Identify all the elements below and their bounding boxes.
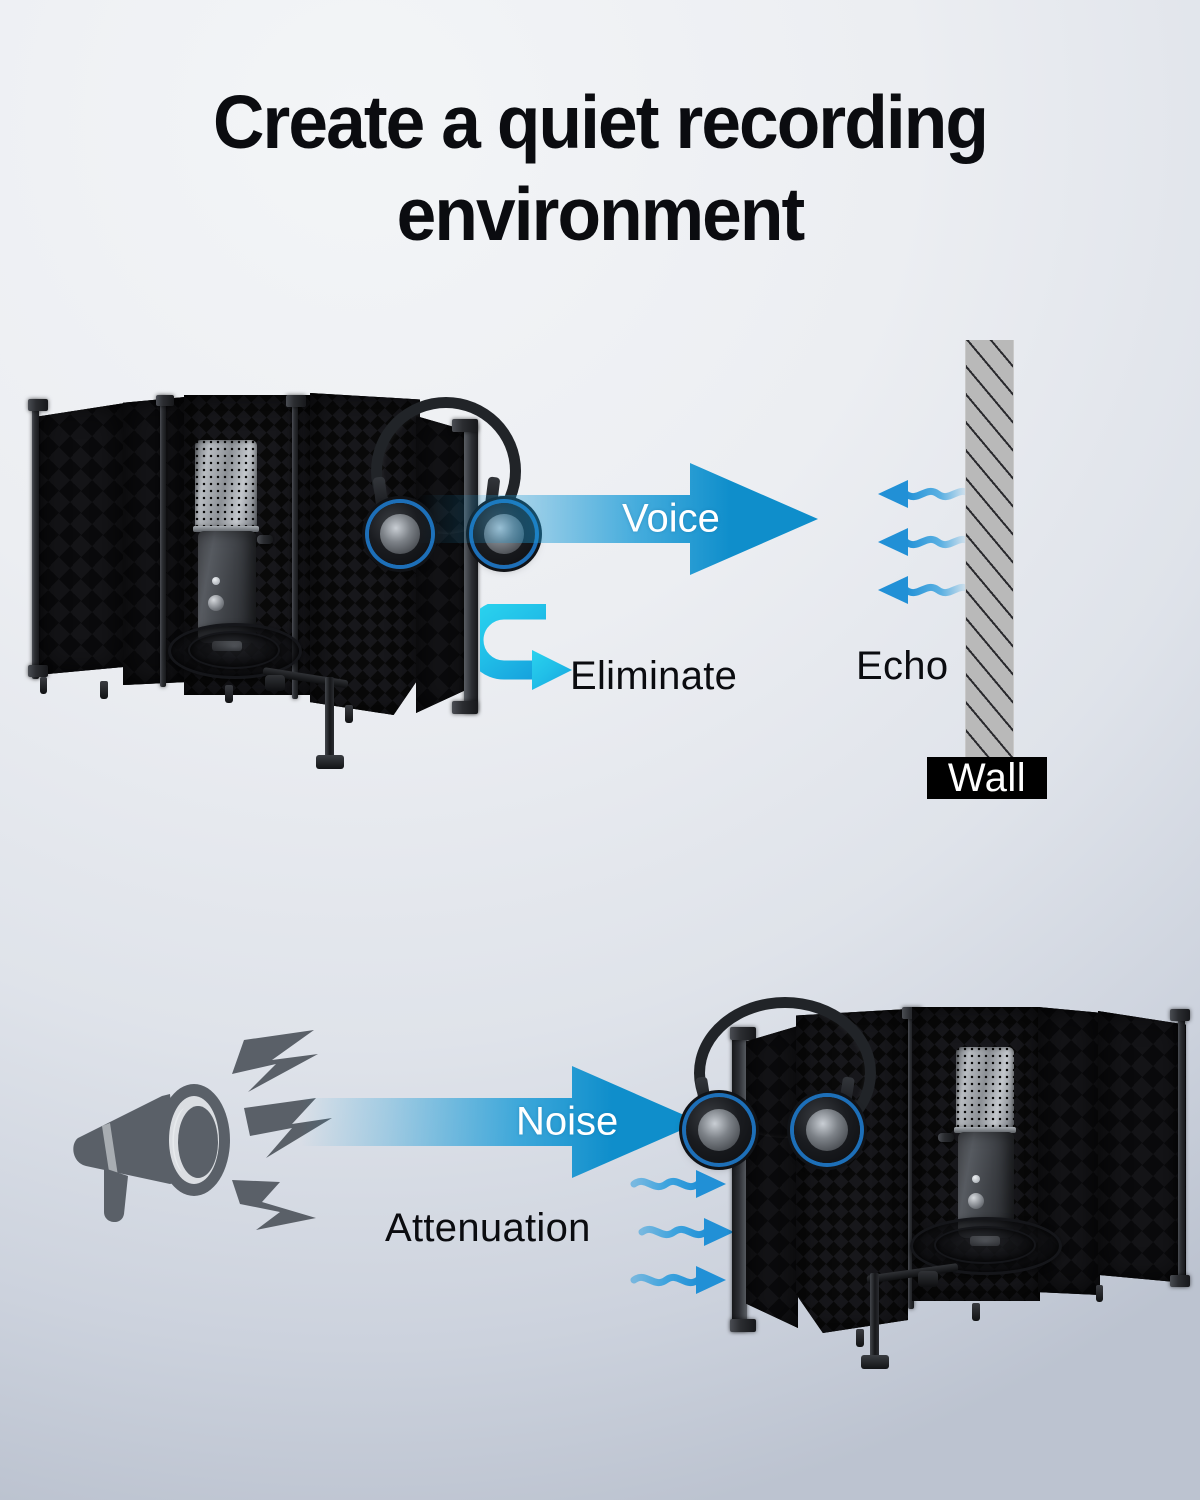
- echo-label: Echo: [856, 644, 949, 688]
- megaphone-shape: [73, 1030, 332, 1230]
- wall: [965, 340, 1014, 760]
- shield-b-bracket-tr: [1170, 1009, 1190, 1021]
- headphones-earcup-left-inner: [380, 514, 420, 554]
- eliminate-label: Eliminate: [570, 654, 738, 698]
- microphone-ring: [193, 526, 259, 532]
- wall-label-badge: Wall: [927, 755, 1047, 800]
- headphones-b-earcup-left-inner: [697, 1108, 741, 1152]
- page-title: Create a quiet recording environment: [212, 80, 989, 256]
- headphones-b-earcup-right-inner: [805, 1108, 849, 1152]
- echo-waves-shape: [878, 480, 974, 604]
- attenuation-label: Attenuation: [385, 1206, 591, 1250]
- shield-rail-center: [160, 397, 166, 687]
- echo-waves: [862, 478, 974, 614]
- shield-b-bracket-br: [1170, 1275, 1190, 1287]
- mic-stand-clamp: [265, 675, 285, 691]
- mic-stand-pole: [325, 677, 334, 761]
- attenuation-waves-shape: [630, 1170, 734, 1294]
- microphone-gain-knob: [208, 595, 224, 611]
- microphone-b-led: [972, 1175, 980, 1183]
- shield-wing-left: [37, 403, 125, 675]
- product-shield-top: [20, 385, 535, 785]
- shield-bracket-tl: [28, 399, 48, 411]
- microphone-b-side-screw: [938, 1133, 954, 1142]
- shield-bracket-bl: [28, 665, 48, 677]
- megaphone-icon: [66, 1030, 332, 1260]
- shield-b-rail-right-outer: [1178, 1013, 1185, 1285]
- mic-stand-base: [316, 755, 344, 769]
- mic-b-stand-pole: [870, 1273, 879, 1361]
- voice-arrow-shape: [418, 463, 818, 575]
- microphone-shock-mount-inner: [188, 631, 280, 669]
- mic-b-stand-clamp: [918, 1271, 938, 1287]
- shield-foot-2: [100, 681, 108, 699]
- attenuation-waves: [628, 1168, 748, 1304]
- headphones-b-headband: [694, 997, 876, 1149]
- shield-bracket-right-top: [286, 395, 306, 407]
- voice-arrow-label: Voice: [622, 496, 720, 541]
- shield-b-foot-2: [972, 1303, 980, 1321]
- shield-rail-left-outer: [32, 401, 39, 679]
- wall-label: Wall: [947, 755, 1027, 800]
- shield-panel-left: [123, 397, 185, 685]
- shield-bracket-br: [452, 701, 478, 714]
- shield-b-foot-3: [1096, 1285, 1103, 1302]
- microphone-side-screw: [257, 535, 273, 544]
- microphone-b-grille: [956, 1047, 1014, 1129]
- microphone-b-ring: [954, 1127, 1016, 1133]
- shield-rail-right-inner: [292, 399, 298, 699]
- noise-arrow-shape: [300, 1066, 700, 1178]
- microphone-led: [212, 577, 220, 585]
- microphone-b-shock-mount-inner: [934, 1226, 1036, 1264]
- shield-b-wing-right: [1098, 1011, 1186, 1283]
- voice-arrow: Voice: [418, 455, 818, 583]
- noise-arrow: Noise: [300, 1058, 700, 1186]
- shield-b-foot-1: [856, 1329, 864, 1347]
- product-shield-bottom: [672, 985, 1192, 1395]
- headphones-b-earcup-left: [686, 1097, 752, 1163]
- shield-foot-3: [225, 685, 233, 703]
- shield-foot-1: [40, 677, 47, 694]
- shield-bracket-center-top: [156, 395, 174, 406]
- shield-foot-4: [345, 705, 353, 723]
- headphones-headband: [371, 397, 521, 545]
- microphone-grille: [195, 440, 257, 528]
- mic-b-stand-base: [861, 1355, 889, 1369]
- noise-arrow-label: Noise: [516, 1099, 619, 1144]
- microphone-b-gain-knob: [968, 1193, 984, 1209]
- shield-b-rail-mid: [908, 1011, 914, 1309]
- headphones-b-earcup-right: [794, 1097, 860, 1163]
- shield-b-bracket-bl: [730, 1319, 756, 1332]
